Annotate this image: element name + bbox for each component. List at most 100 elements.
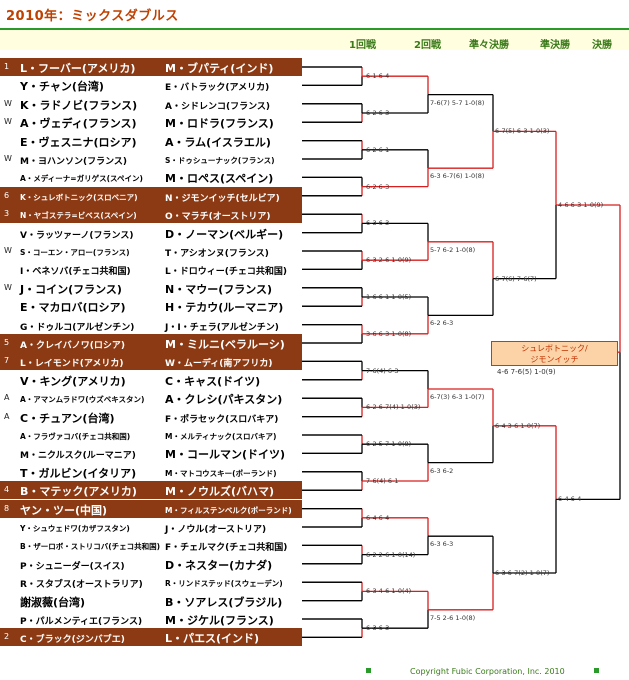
player-name-2: A・クレシ(パキスタン)	[165, 393, 283, 407]
copyright-text: Copyright Fubic Corporation, Inc. 2010	[410, 667, 565, 676]
player-name-1: L・レイモンド(アメリカ)	[20, 359, 124, 370]
player-name-2: M・ロペス(スペイン)	[165, 172, 274, 186]
player-name-2: M・ノウルズ(バハマ)	[165, 485, 275, 499]
match-score: 6-3 6-3	[366, 624, 390, 633]
player-name-1: V・ラッツァーノ(フランス)	[20, 230, 134, 241]
player-name-1: M・ヨハンソン(フランス)	[20, 157, 128, 167]
match-score: 6-2 2-6 1-0(14)	[366, 550, 416, 559]
match-score: 6-2 5-7 1-0(8)	[366, 440, 412, 449]
player-row: 7 L・レイモンド(アメリカ) W・ムーディ(南アフリカ)	[0, 352, 302, 371]
player-name-2: B・ソアレス(ブラジル)	[165, 595, 283, 609]
seed-label: 6	[4, 190, 10, 200]
match-score: 3-6 6-3 1-0(8)	[366, 329, 412, 338]
player-row: V・ラッツァーノ(フランス) D・ノーマン(ベルギー)	[0, 224, 302, 242]
player-name-2: R・リンドステッド(スウェーデン)	[165, 579, 283, 589]
player-name-2: J・ノウル(オーストリア)	[165, 525, 267, 535]
player-row: E・ヴェスニナ(ロシア)A・ラム(イスラエル)	[0, 132, 302, 150]
player-row: B・ザーロボ・ストリコバ(チェコ共和国)F・チェルマク(チェコ共和国)	[0, 536, 302, 554]
match-score: 7-6(7) 5-7 1-0(8)	[430, 98, 485, 107]
winner-box: シュレボトニック/ ジモンイッチ	[491, 341, 618, 366]
match-score: 6-3 6-3	[430, 540, 454, 549]
match-score: 6-3 6-2	[430, 466, 454, 475]
player-row: 6 K・シュレボトニック(スロベニア) N・ジモンイッチ(セルビア)	[0, 186, 302, 205]
match-score: 6-1 6-4	[366, 72, 390, 81]
player-name-2: N・ジモンイッチ(セルビア)	[165, 193, 280, 204]
player-name-2: S・ドゥシューナック(フランス)	[165, 156, 275, 165]
match-score: 6-3 2-6 1-0(9)	[366, 256, 412, 265]
player-name-1: T・ガルビン(イタリア)	[20, 466, 137, 480]
match-score: 6-2 6-3	[366, 182, 390, 191]
player-row: A・フラヴァコバ(チェコ共和国) M・メルティナック(スロバキア)	[0, 426, 302, 444]
match-score: 6-3 6-7(2) 1-0(7)	[495, 569, 550, 577]
seed-label: W	[4, 154, 12, 163]
match-score: 4-6 6-3 1-0(9)	[558, 201, 604, 209]
match-score: 7-6(4) 6-3	[366, 366, 399, 375]
match-score: 6-3 4-6 1-0(4)	[366, 587, 412, 596]
player-name-2: M・ブパティ(インド)	[165, 62, 274, 75]
player-row: P・パルメンティエ(フランス)M・ジケル(フランス)	[0, 610, 302, 628]
seed-label: 3	[4, 209, 10, 219]
player-name-2: O・マラチ(オーストリア)	[165, 212, 271, 223]
player-name-1: L・フーバー(アメリカ)	[20, 62, 136, 75]
player-name-2: M・コールマン(ドイツ)	[165, 448, 286, 462]
player-name-1: A・フラヴァコバ(チェコ共和国)	[20, 432, 131, 441]
seed-label: 4	[4, 485, 10, 495]
round-header-bar	[0, 30, 629, 50]
page-title: 2010年：ミックスダブルス	[6, 9, 179, 24]
player-row: I・ベネソバ(チェコ共和国) L・ドロウィー(チェコ共和国)	[0, 260, 302, 278]
match-score: 6-2 6-3	[366, 109, 390, 117]
round-header-2: 2回戦	[414, 40, 441, 51]
match-score: 6-7(5) 6-3 1-0(3)	[495, 127, 550, 136]
match-score: 5-7 6-2 1-0(8)	[430, 245, 476, 254]
player-name-1: M・ニクルスク(ルーマニア)	[20, 451, 136, 462]
player-name-1: B・マテック(アメリカ)	[20, 485, 137, 499]
player-name-1: C・チュアン(台湾)	[20, 411, 115, 425]
player-name-1: A・アマンムラドワ(ウズベキスタン)	[20, 395, 145, 405]
player-name-1: K・シュレボトニック(スロベニア)	[20, 192, 138, 202]
player-row: Y・シュウェドワ(カザフスタン) J・ノウル(オーストリア)	[0, 518, 302, 536]
player-name-1: B・ザーロボ・ストリコバ(チェコ共和国)	[20, 542, 161, 552]
player-name-1: A・メディーナ=ガリゲス(スペイン)	[20, 174, 143, 184]
footer: Copyright Fubic Corporation, Inc. 2010	[0, 662, 629, 680]
player-name-1: I・ベネソバ(チェコ共和国)	[20, 267, 131, 278]
match-score: 1-6 6-1 1-0(5)	[366, 293, 412, 301]
player-name-2: J・I・チェラ(アルゼンチン)	[165, 322, 279, 333]
player-name-1: V・キング(アメリカ)	[20, 374, 126, 388]
seed-label: W	[4, 246, 12, 255]
player-name-1: A・クレイバノワ(ロシア)	[20, 341, 126, 351]
player-name-2: M・メルティナック(スロバキア)	[165, 432, 277, 441]
footer-square-icon	[366, 668, 371, 673]
seed-label: 7	[4, 356, 10, 366]
player-row: P・シュニーダー(スイス)D・ネスター(カナダ)	[0, 555, 302, 573]
match-score: 7-5 2-6 1-0(8)	[430, 613, 476, 622]
player-row: 謝淑薇(台湾)B・ソアレス(ブラジル)	[0, 592, 302, 610]
player-name-1: R・スタブス(オーストラリア)	[20, 580, 143, 591]
seed-label: W	[4, 282, 12, 292]
match-score: 6-3 6-3	[366, 219, 390, 228]
player-name-1: G・ドゥルコ(アルゼンチン)	[20, 322, 135, 333]
match-score: 6-2 6-1	[366, 145, 390, 154]
player-row: V・キング(アメリカ) C・キャス(ドイツ)	[0, 371, 302, 389]
seed-label: 1	[4, 62, 10, 71]
seed-label: A	[4, 411, 10, 421]
player-name-2: D・ノーマン(ベルギー)	[165, 227, 284, 241]
player-name-1: Y・シュウェドワ(カザフスタン)	[20, 524, 130, 533]
player-name-2: A・ラム(イスラエル)	[165, 135, 271, 149]
match-score: 6-4 3-6 1-0(7)	[495, 421, 541, 430]
player-name-2: W・ムーディ(南アフリカ)	[165, 359, 273, 370]
player-name-1: K・ラドノビ(フランス)	[20, 98, 138, 112]
player-row: 4 B・マテック(アメリカ) M・ノウルズ(バハマ)	[0, 481, 302, 500]
player-name-2: C・キャス(ドイツ)	[165, 374, 261, 388]
seed-label: 2	[4, 632, 10, 642]
player-name-2: L・ドロウィー(チェコ共和国)	[165, 267, 287, 278]
player-name-2: M・マトコウスキー(ポーランド)	[165, 468, 277, 478]
match-score: 6-3 6-7(6) 1-0(8)	[430, 172, 485, 181]
footer-square-icon	[594, 668, 599, 673]
